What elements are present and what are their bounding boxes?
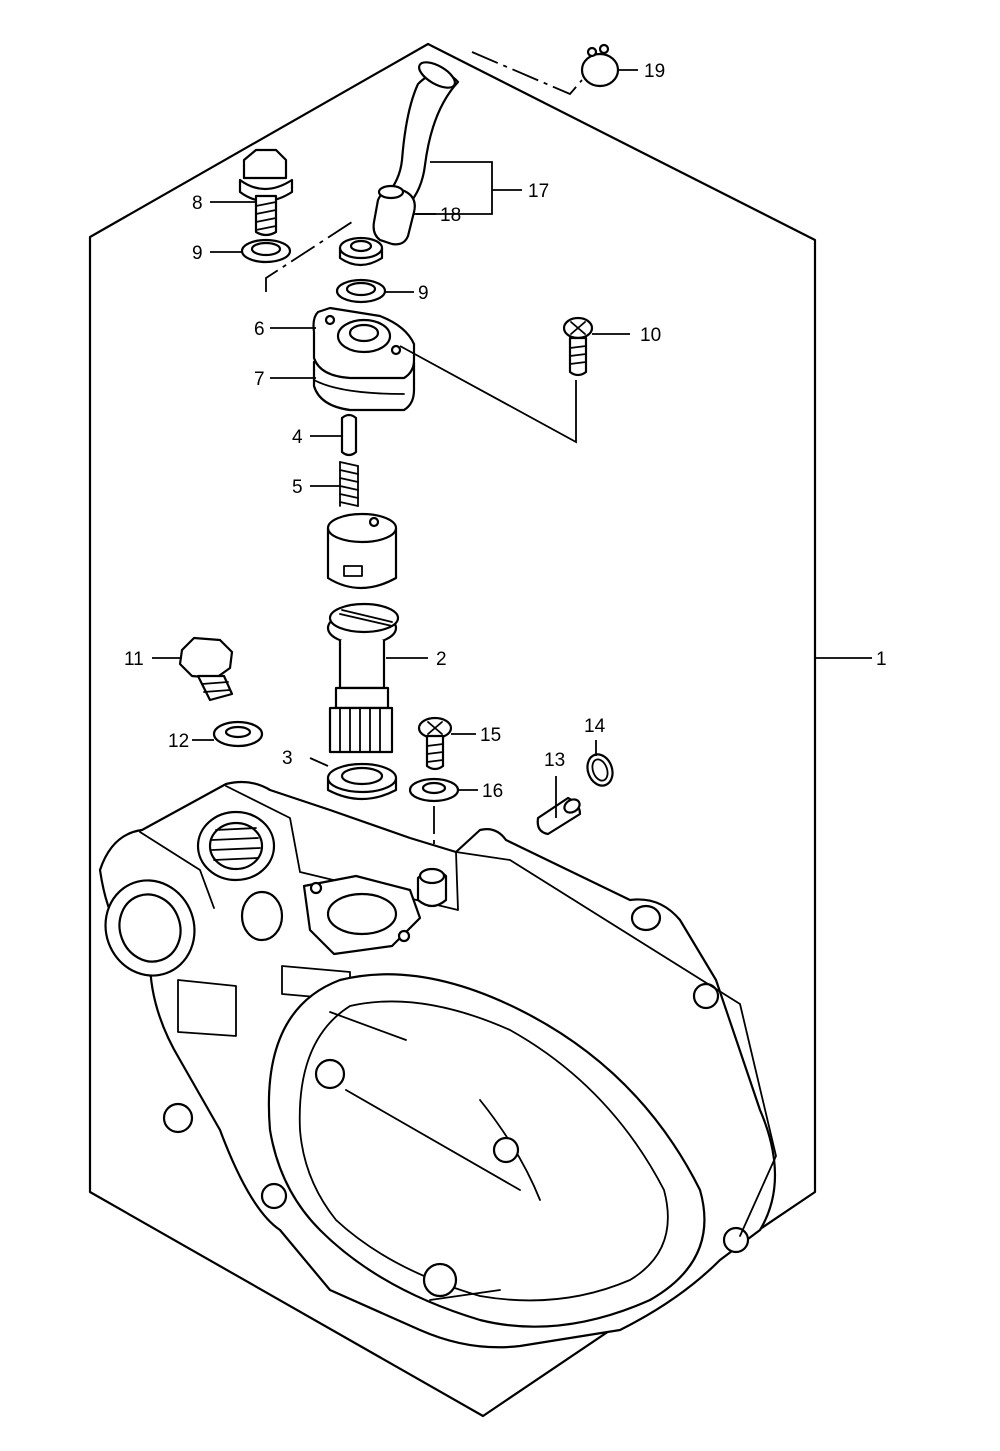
part-17-hose xyxy=(384,61,460,207)
callout-12: 12 xyxy=(168,731,189,752)
part-16-washer xyxy=(408,777,460,803)
part-11-plug xyxy=(178,636,234,702)
callout-14: 14 xyxy=(584,716,606,737)
callout-18: 18 xyxy=(440,205,461,226)
part-9-washer-lower xyxy=(335,278,387,304)
callout-8: 8 xyxy=(192,193,203,214)
part-1-transmission-case xyxy=(98,780,777,1349)
assembly-frame xyxy=(88,42,817,1418)
part-9-washer-upper xyxy=(240,238,292,264)
part-3-oil-seal xyxy=(326,762,398,800)
callout-2: 2 xyxy=(436,649,447,670)
callout-1: 1 xyxy=(876,649,887,670)
callout-5: 5 xyxy=(292,477,303,498)
part-6-cover xyxy=(312,306,416,380)
part-19-cap xyxy=(580,43,620,88)
part-2-driven-gear xyxy=(326,602,400,754)
part-14-o-ring xyxy=(586,753,614,787)
callout-17: 17 xyxy=(528,181,549,202)
sleeve xyxy=(326,512,398,589)
callout-7: 7 xyxy=(254,369,265,390)
callout-9-upper: 9 xyxy=(192,243,203,264)
part-4-pin xyxy=(340,413,358,457)
callout-3: 3 xyxy=(282,748,293,769)
part-8-union-bolt xyxy=(238,148,294,237)
callout-15: 15 xyxy=(480,725,501,746)
callout-13: 13 xyxy=(544,750,565,771)
part-15-screw xyxy=(417,716,453,771)
part-5-spring xyxy=(339,461,359,507)
fitting-nipple xyxy=(338,236,384,267)
callout-9-lower: 9 xyxy=(418,283,429,304)
part-10-screw xyxy=(562,316,594,377)
callout-16: 16 xyxy=(482,781,503,802)
part-12-gasket xyxy=(212,720,264,748)
callout-4: 4 xyxy=(292,427,303,448)
part-18-clamp xyxy=(372,184,416,246)
callout-10: 10 xyxy=(640,325,661,346)
part-13-dowel xyxy=(536,796,582,836)
callout-6: 6 xyxy=(254,319,265,340)
callout-19: 19 xyxy=(644,61,665,82)
callout-11: 11 xyxy=(124,649,144,670)
